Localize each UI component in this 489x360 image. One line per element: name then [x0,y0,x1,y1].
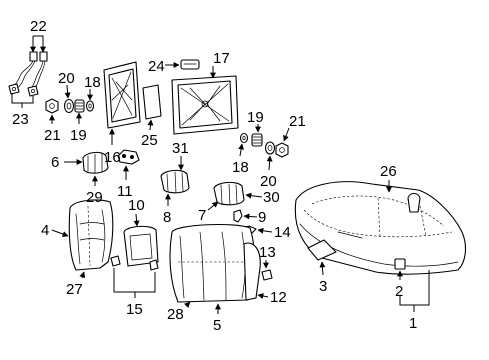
callout-24: 24 [148,58,165,75]
callout-16: 16 [104,149,121,166]
callout-14: 14 [274,224,291,241]
callout-2: 2 [395,283,403,300]
washer-right [239,132,249,144]
callout-18-right: 18 [232,159,249,176]
callout-12: 12 [270,289,287,306]
callout-18-left: 18 [84,74,101,91]
callout-6: 6 [51,154,59,171]
callout-5: 5 [213,317,221,334]
callout-8: 8 [163,209,171,226]
callout-29: 29 [86,189,103,206]
headrest-guide-bracket [117,149,140,165]
callout-31: 31 [172,140,189,157]
callout-3: 3 [319,278,327,295]
callout-21-right: 21 [289,113,306,130]
washer-left [85,100,95,112]
seatback-pad [142,84,162,120]
callout-1: 1 [409,315,417,332]
seat-belt-buckle-harness [8,51,48,97]
callout-labels: 22 23 21 20 19 18 16 25 24 17 18 19 20 2… [12,18,417,334]
headrest-center [160,169,190,194]
cushion-clip [394,258,406,270]
callout-26: 26 [380,163,397,180]
callout-17: 17 [213,50,230,67]
seatback-frame-left [103,61,141,129]
callout-20-left: 20 [58,70,75,87]
callout-15: 15 [126,301,143,318]
nut-left [45,98,59,114]
side-bolster [243,242,273,301]
headrest-right [213,181,245,206]
callout-28: 28 [167,306,184,323]
retainer-clip [233,209,243,223]
callout-13: 13 [259,244,276,261]
seatback-right [169,223,255,303]
seatback-left [68,199,114,271]
callout-9: 9 [258,209,266,226]
leader-lines [11,35,430,314]
seat-cushion [294,181,467,275]
headrest-left [82,151,109,174]
center-armrest [110,225,159,271]
callout-30: 30 [263,189,280,206]
nut-right [275,142,289,158]
callout-7: 7 [198,207,206,224]
bushing-right [264,141,276,155]
callout-19-right: 19 [247,109,264,126]
seatback-frame-right [171,75,239,135]
callout-11: 11 [117,183,133,200]
spring-left [74,99,85,113]
cushion-pad [307,239,337,261]
callout-20-right: 20 [260,173,277,190]
callout-21-left: 21 [44,127,61,144]
callout-23: 23 [12,111,29,128]
callout-25: 25 [141,132,158,149]
callout-10: 10 [128,197,145,214]
callout-22: 22 [30,18,47,35]
bushing-left [63,98,75,114]
latch-bracket [180,59,200,70]
callout-19-left: 19 [70,127,87,144]
callout-27: 27 [66,281,83,298]
spring-right [251,133,263,147]
callout-4: 4 [41,222,49,239]
